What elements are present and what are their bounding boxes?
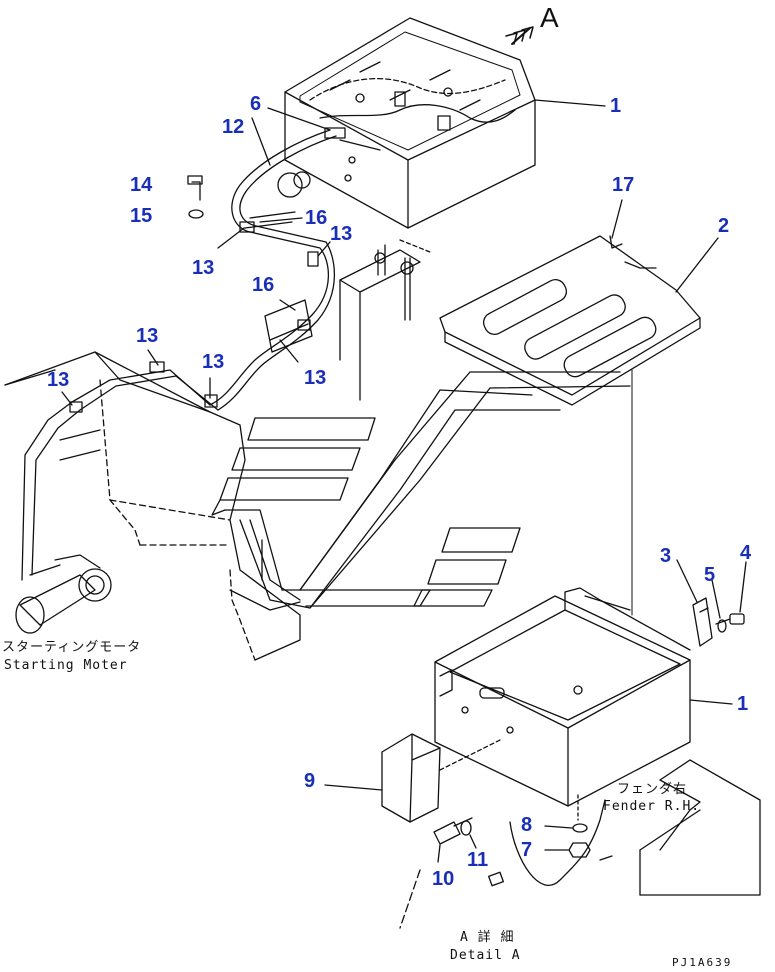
note-starting-motor-jp: スターティングモータ [2,640,142,655]
callout-10[interactable]: 10 [432,868,455,890]
leader-13a [217,227,245,249]
bolt-4 [715,561,747,625]
bolt-14-head [187,175,203,185]
harness [21,129,337,581]
callout-17[interactable]: 17 [612,174,635,196]
leader-13d [147,349,159,366]
callout-13-c[interactable]: 13 [304,367,327,389]
chassis [4,351,301,661]
washer-8 [544,794,588,833]
note-fender-jp: フェンダ右 [617,782,688,797]
callout-13-a[interactable]: 13 [192,257,215,279]
washer-5 [711,579,727,633]
washer-11 [460,820,477,849]
callout-5[interactable]: 5 [704,564,716,586]
washer-15 [188,209,204,219]
note-detail-en: Detail A [450,948,521,963]
callout-13-e[interactable]: 13 [202,351,225,373]
bracket-3 [676,559,713,647]
callout-9[interactable]: 9 [304,770,316,792]
callout-1-top[interactable]: 1 [610,95,622,117]
callout-7[interactable]: 7 [521,839,533,861]
frame-graphic [211,371,631,609]
leader-13f [61,391,73,406]
view-arrow [505,26,534,45]
callout-2[interactable]: 2 [718,215,730,237]
battery-box-upper [284,17,536,229]
leader-16b [279,299,296,311]
callout-8[interactable]: 8 [521,814,533,836]
callout-12[interactable]: 12 [222,116,245,138]
callout-1-bottom[interactable]: 1 [737,693,749,715]
leader-12 [251,117,271,166]
leader-1-bottom [689,699,733,705]
callout-16-b[interactable]: 16 [252,274,275,296]
bolt-14 [191,181,201,201]
callout-4[interactable]: 4 [740,542,752,564]
connector-plates [244,211,313,353]
leader-13b [317,241,331,257]
battery-box-lower [434,587,691,807]
note-fender-en: Fender R.H. [603,799,701,814]
callout-13-f[interactable]: 13 [47,369,70,391]
note-detail-jp: A 詳 細 [460,930,515,945]
detail-cable [488,799,613,887]
nut-7 [544,842,591,858]
starting-motor [15,554,112,634]
callout-16-a[interactable]: 16 [305,207,328,229]
note-starting-motor-en: Starting Moter [4,658,128,673]
callout-11[interactable]: 11 [467,849,489,871]
callout-14[interactable]: 14 [130,174,153,196]
leader-13c [279,339,299,363]
callout-13-b[interactable]: 13 [330,223,353,245]
drawing-code: PJ1A639 [672,956,733,969]
leader-17 [611,199,623,239]
callout-15[interactable]: 15 [130,205,153,227]
leader-1-top [534,99,606,107]
leader-6 [267,107,331,131]
leader-2 [675,237,719,293]
view-letter-a: A [540,2,559,33]
callout-6[interactable]: 6 [250,93,262,115]
leader-16a [259,217,303,223]
callout-3[interactable]: 3 [660,545,672,567]
callout-13-d[interactable]: 13 [136,325,159,347]
battery-cover [439,235,701,406]
clamp-9 [324,733,501,823]
fender-rh [639,759,761,896]
battery-terminal [339,239,431,401]
